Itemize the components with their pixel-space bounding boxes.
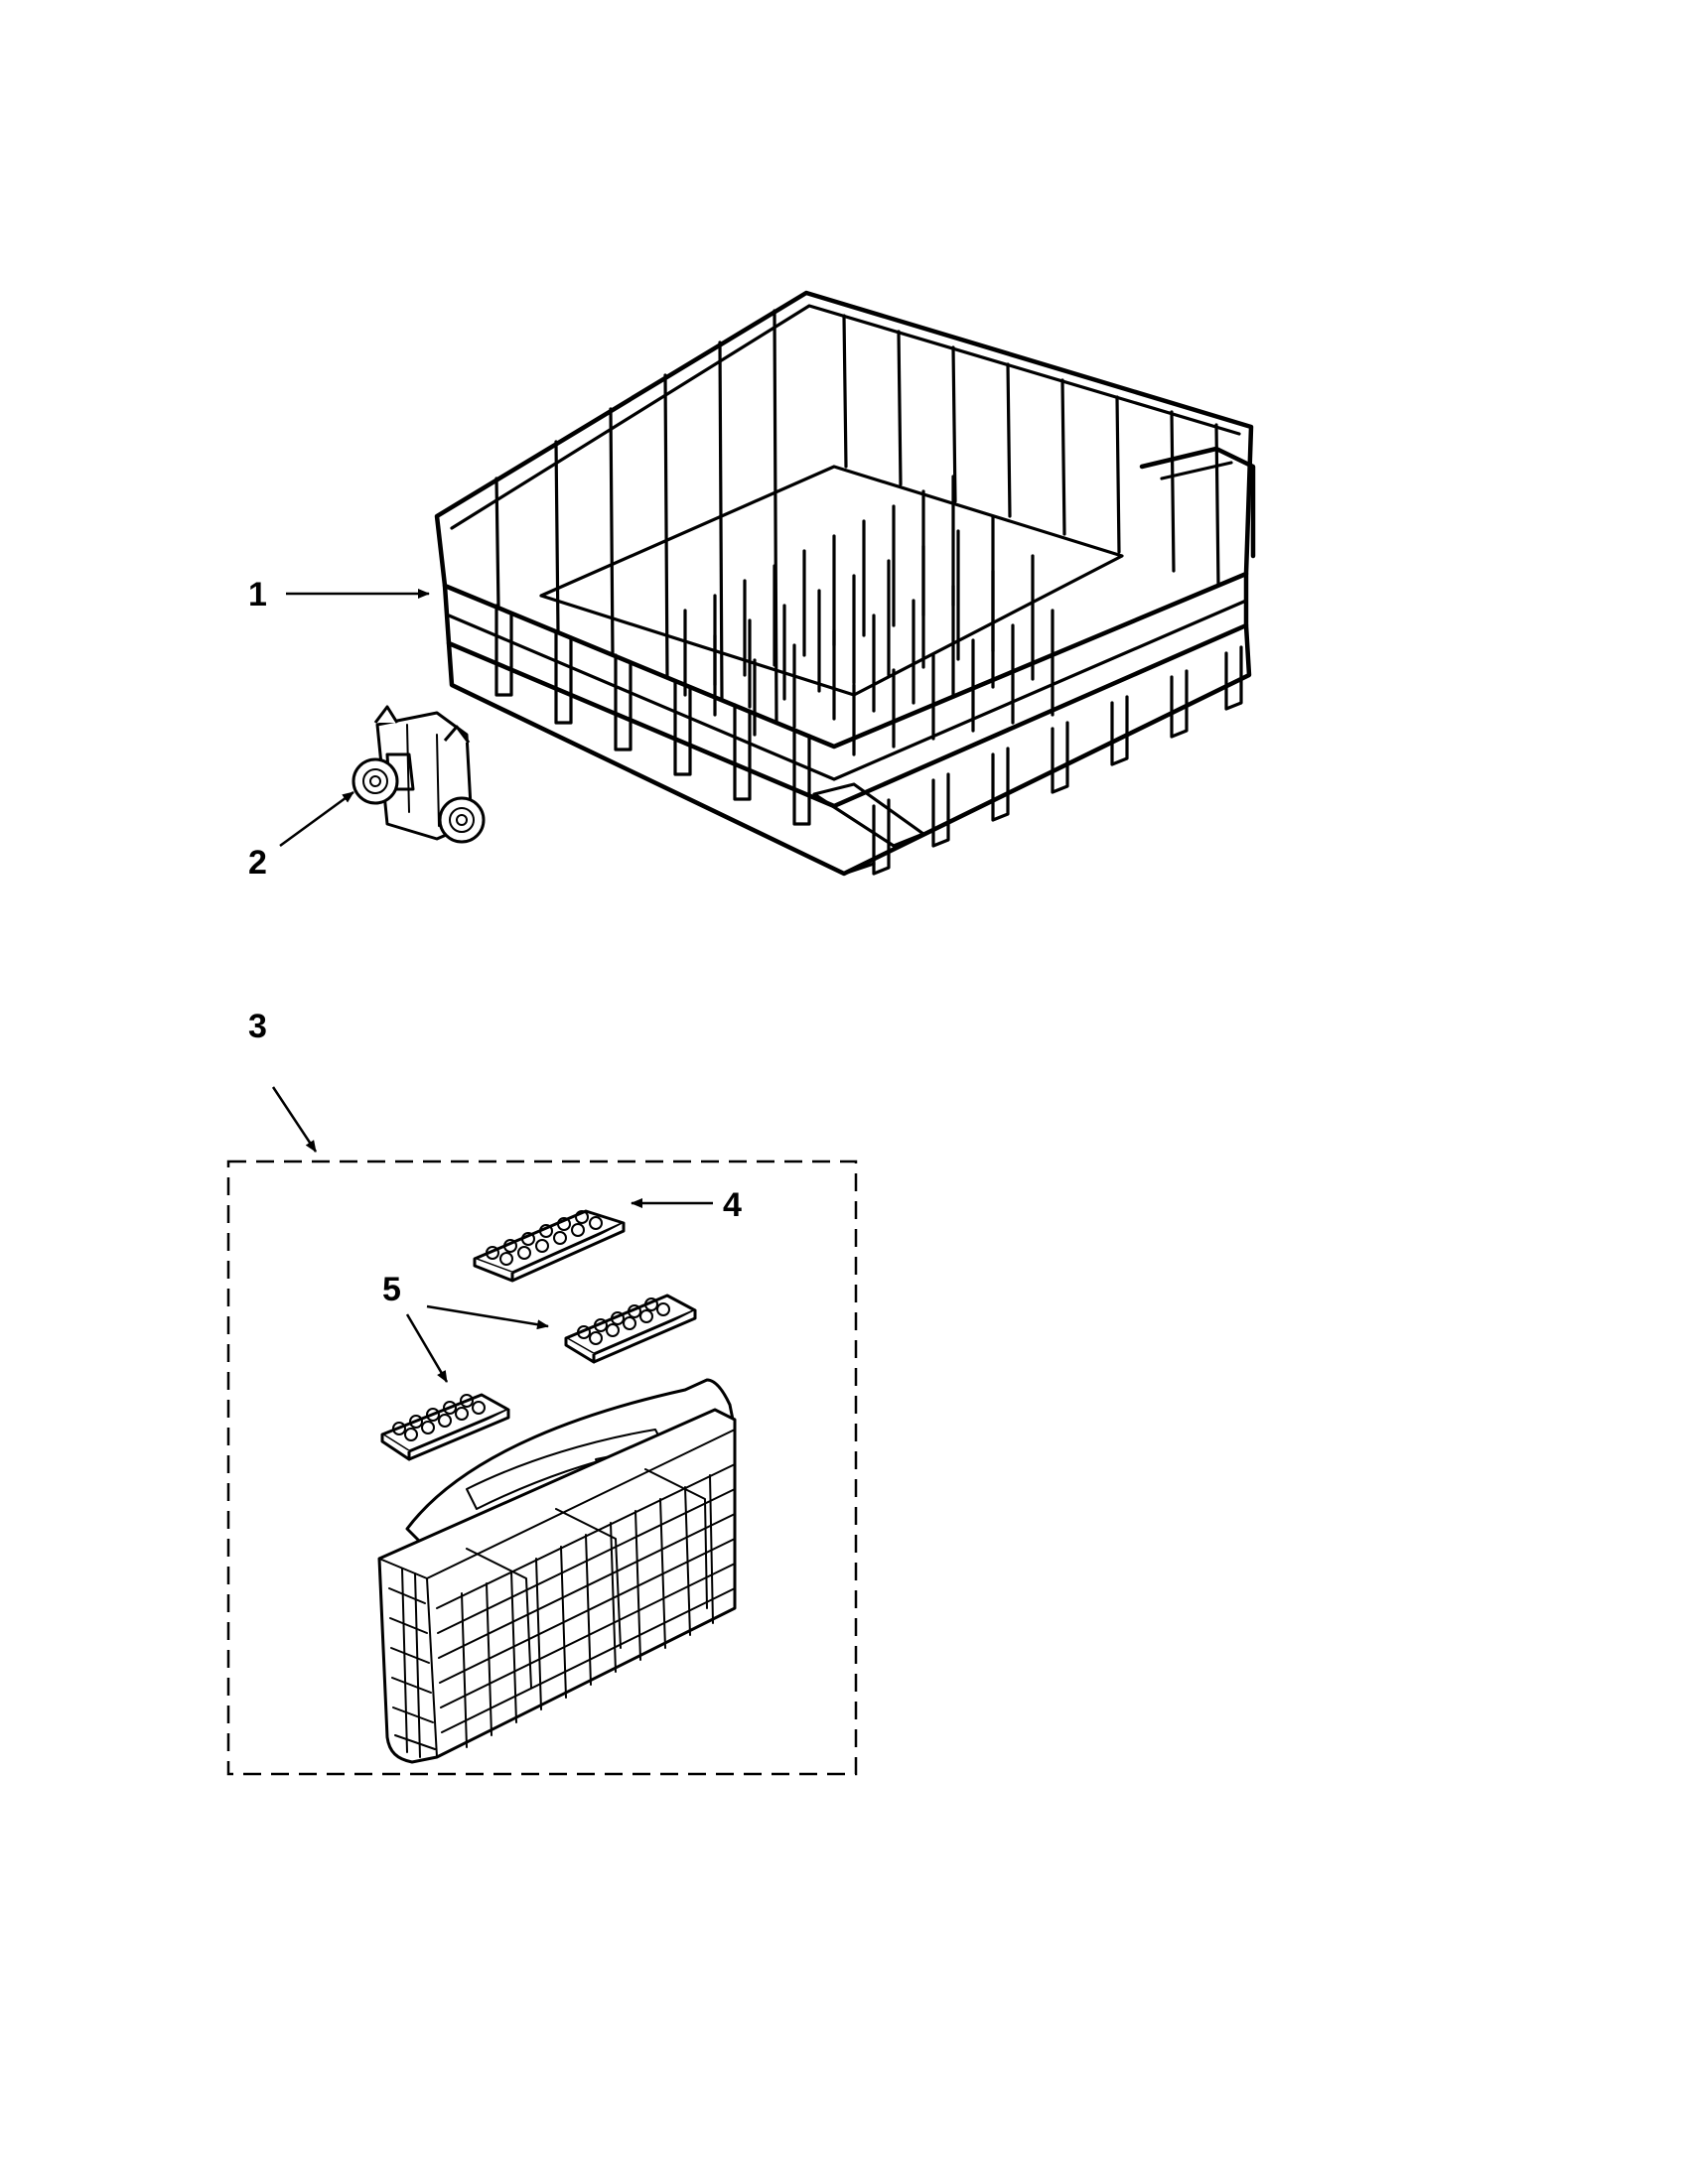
- callout-3: 3: [248, 1008, 267, 1045]
- callout-5: 5: [382, 1271, 401, 1308]
- basket-mesh: [388, 1463, 736, 1758]
- basket-lid-right-drawing: [564, 1294, 697, 1364]
- callout-2: 2: [248, 844, 267, 882]
- callout-4: 4: [723, 1186, 742, 1224]
- basket-lid-single-drawing: [473, 1209, 626, 1283]
- leader-2: [279, 790, 354, 848]
- callout-1: 1: [248, 576, 267, 614]
- silverware-basket-drawing: [377, 1378, 737, 1764]
- rack-tines: [683, 475, 1055, 756]
- leader-5a: [426, 1304, 549, 1330]
- leader-3: [271, 1086, 318, 1153]
- rack-front-wall: [494, 604, 1243, 876]
- leader-5b: [405, 1313, 449, 1383]
- assembly-dashed-box: [226, 1160, 858, 1776]
- upper-dishrack-drawing: [434, 290, 1256, 877]
- leader-lines: [271, 589, 713, 1383]
- basket-lid-left-drawing: [380, 1393, 510, 1461]
- rack-roller-drawing: [352, 705, 486, 844]
- rack-back-wall: [494, 309, 1220, 725]
